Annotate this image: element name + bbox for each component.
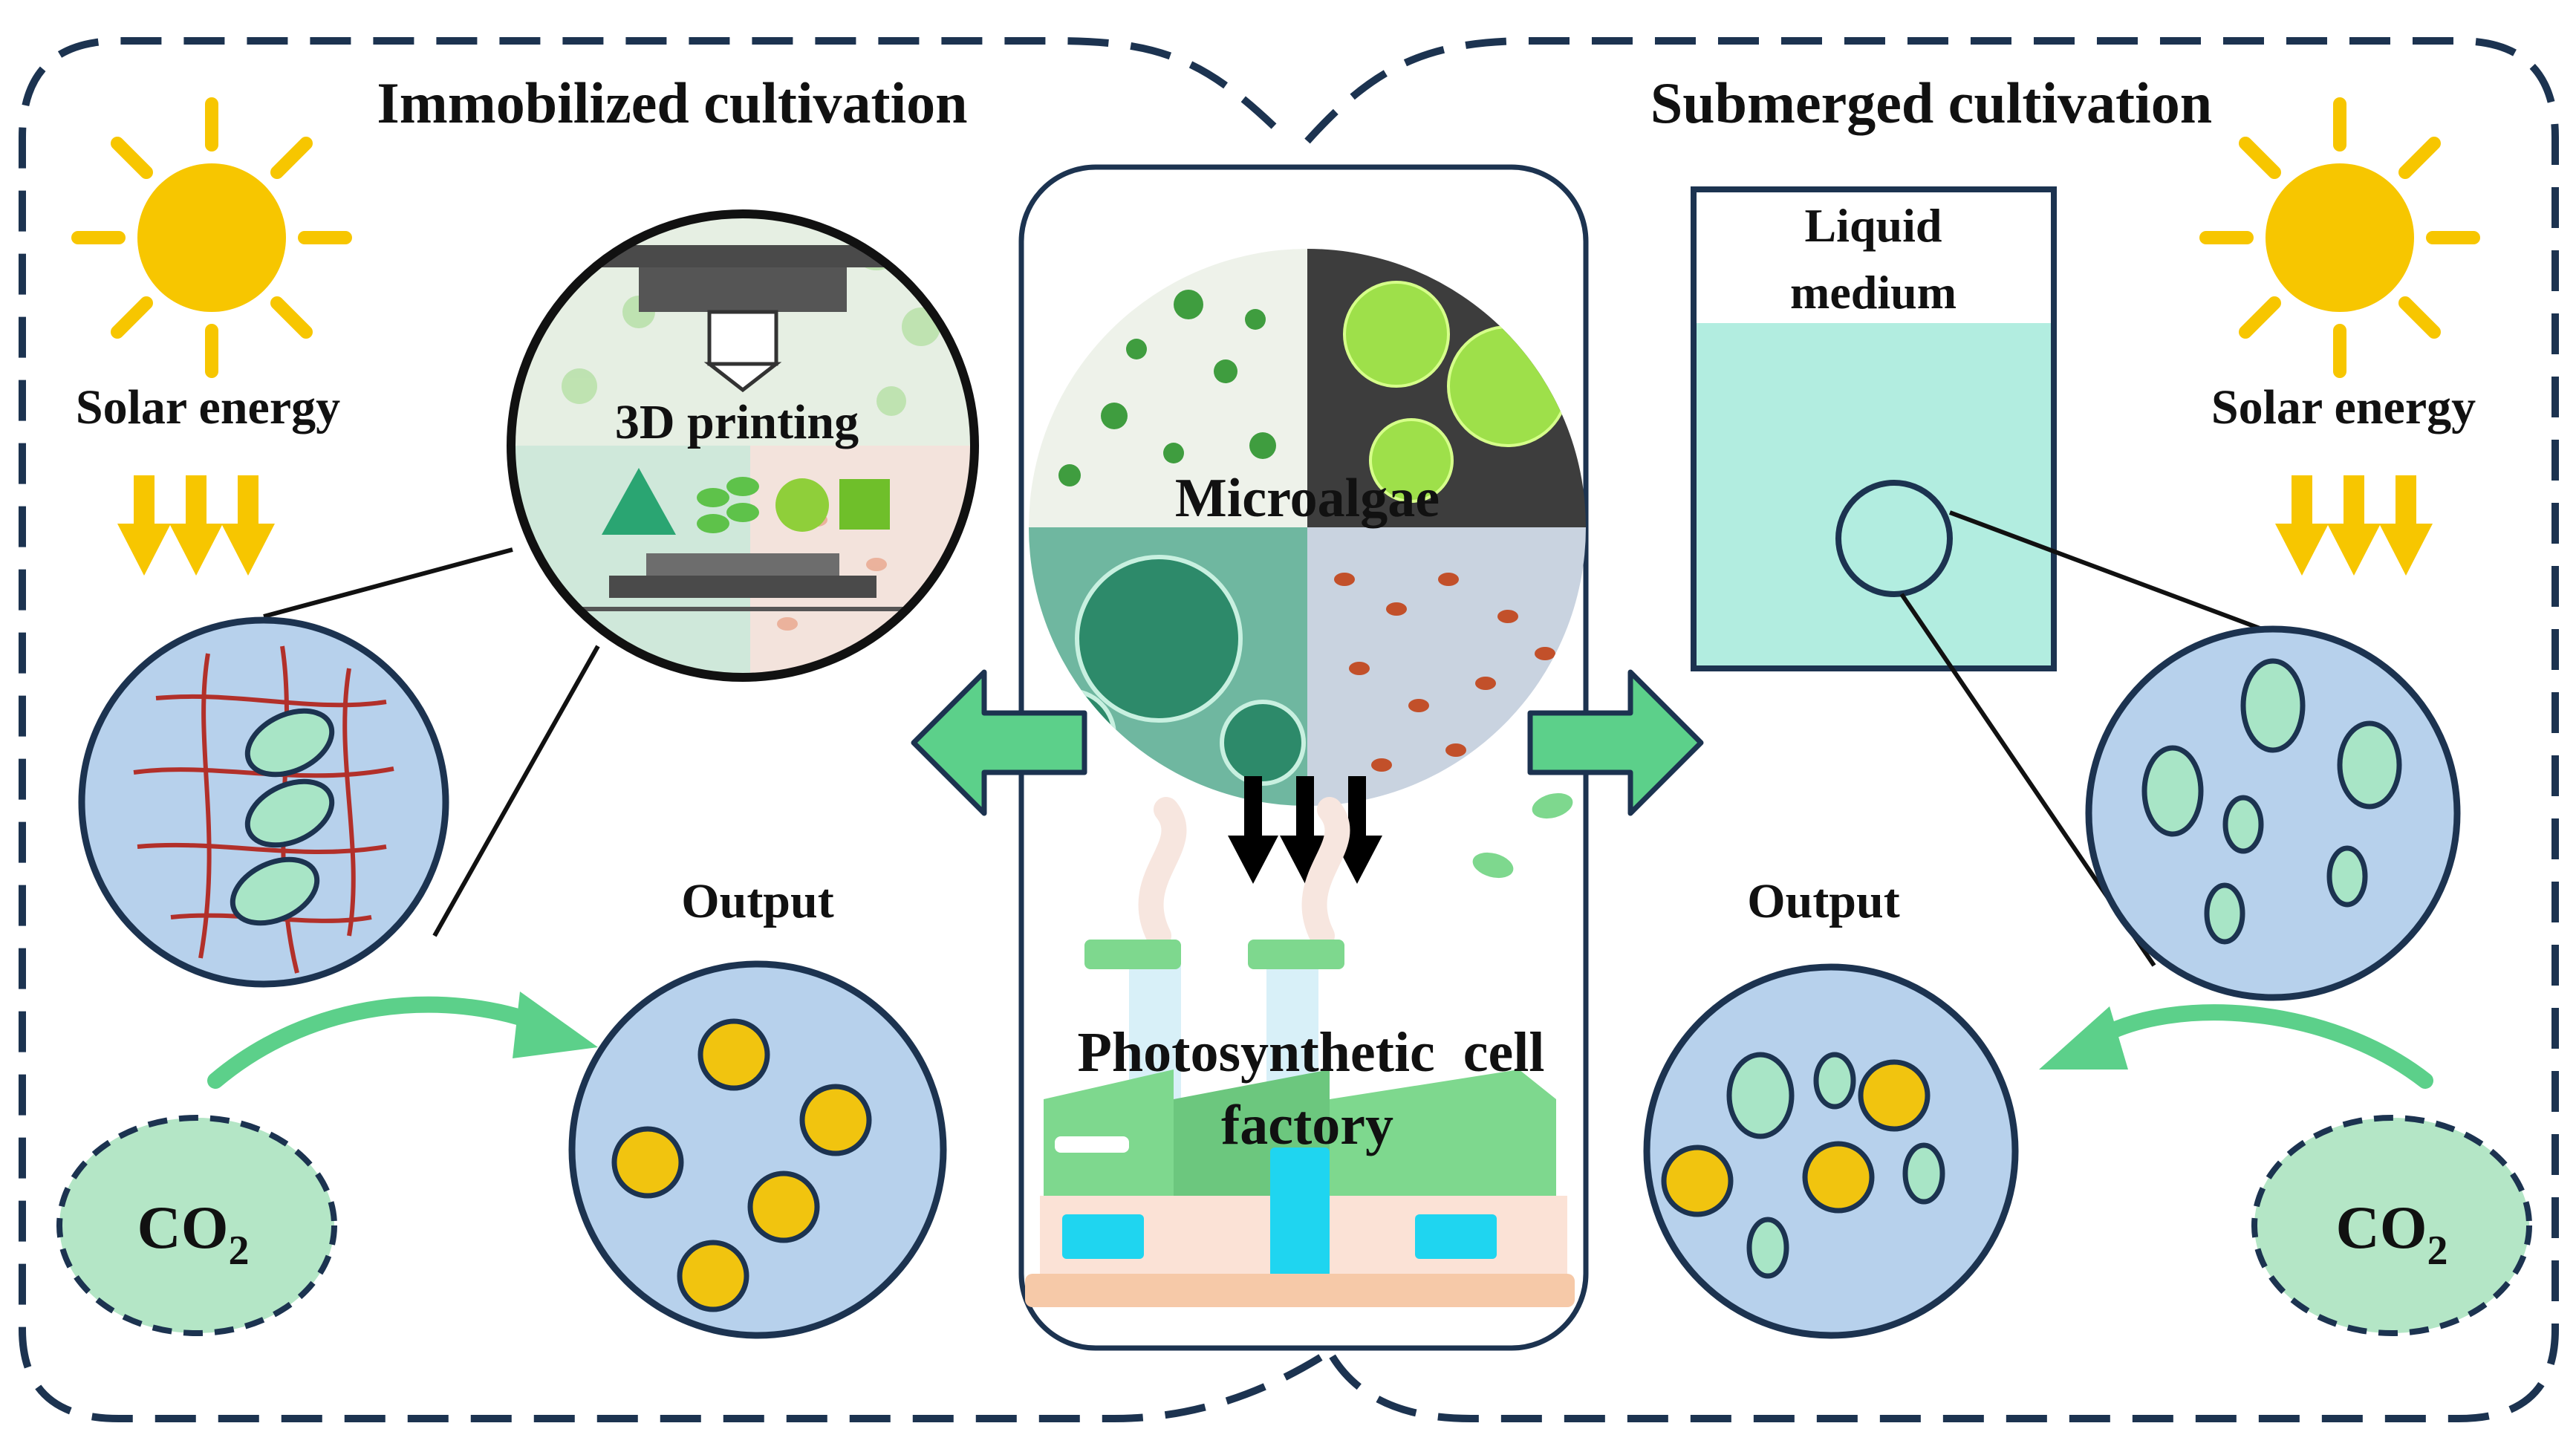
left-co2-arrowhead bbox=[513, 992, 598, 1058]
right-co2-arrow bbox=[2087, 1004, 2433, 1089]
left-dashed-frame bbox=[19, 37, 1332, 1422]
right-solar-arrows-icon bbox=[2275, 475, 2433, 576]
left-sun-icon bbox=[71, 97, 352, 378]
printing-label: 3D printing bbox=[615, 395, 859, 449]
left-solar-label: Solar energy bbox=[76, 380, 340, 434]
green-droplet-icon bbox=[1472, 852, 1514, 879]
right-co2-arrowhead bbox=[2039, 1006, 2128, 1070]
left-panel-title: Immobilized cultivation bbox=[377, 71, 967, 135]
magnifier-connector-bottom bbox=[432, 645, 600, 937]
right-solar-label: Solar energy bbox=[2211, 380, 2476, 434]
magnifier-connector-top bbox=[263, 547, 513, 619]
factory-label-line1: Photosynthetic cell bbox=[1077, 1021, 1544, 1084]
tank-label-line2: medium bbox=[1790, 266, 1957, 319]
left-co2-bubble bbox=[56, 1115, 337, 1336]
liquid-tank bbox=[1691, 186, 2057, 671]
center-down-arrows-icon bbox=[1228, 776, 1382, 884]
green-droplet-icon bbox=[1532, 792, 1573, 819]
right-output-bubble bbox=[1643, 963, 2019, 1339]
factory-label-line2: factory bbox=[1221, 1094, 1393, 1156]
microalgae-label: Microalgae bbox=[1175, 468, 1440, 529]
printed-structures-icon bbox=[602, 468, 890, 535]
right-co2-bubble bbox=[2251, 1115, 2532, 1336]
tank-label-line1: Liquid bbox=[1804, 199, 1942, 252]
left-solar-arrows-icon bbox=[117, 475, 275, 576]
right-sun-icon bbox=[2199, 97, 2480, 378]
right-panel-title: Submerged cultivation bbox=[1650, 71, 2212, 135]
right-dashed-frame bbox=[1304, 37, 2559, 1422]
tank-connector-top bbox=[1948, 510, 2289, 641]
left-block-arrow bbox=[911, 669, 1087, 816]
left-co2-arrow bbox=[207, 996, 550, 1089]
right-output-label: Output bbox=[1747, 874, 1899, 928]
right-block-arrow bbox=[1527, 669, 1704, 816]
right-co2-label: CO2 bbox=[2336, 1194, 2448, 1274]
submerged-cell-bubble bbox=[2085, 625, 2461, 1001]
factory-icon bbox=[1025, 797, 1575, 1307]
left-output-bubble bbox=[568, 960, 947, 1339]
immobilized-cell-bubble bbox=[78, 616, 449, 988]
left-output-label: Output bbox=[681, 874, 833, 928]
left-co2-label: CO2 bbox=[137, 1194, 250, 1274]
